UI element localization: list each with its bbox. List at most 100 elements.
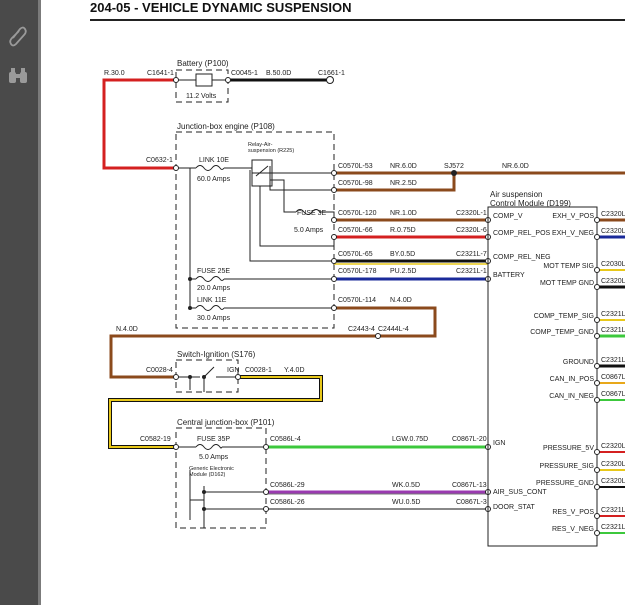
module-right-conn-label: C2321L — [601, 327, 625, 334]
fuse-25e-symbol — [195, 276, 225, 282]
mod-conn-w4: C2320L-6 — [456, 227, 487, 234]
conn-label-w7: C0570L-114 — [338, 297, 376, 304]
module-pin-mot-temp-sig: MOT TEMP SIG — [543, 263, 594, 270]
module-right-conn-label: C2321L — [601, 311, 625, 318]
link10-label: LINK 10E — [199, 157, 229, 164]
module-pin-connector — [594, 217, 600, 223]
wire-label-w2: NR.2.5D — [390, 180, 417, 187]
cjb-fuse-amps: 5.0 Amps — [199, 454, 229, 461]
link11-amps: 30.0 Amps — [197, 315, 231, 322]
wire-label-o2: WK.0.5D — [392, 482, 420, 489]
module-right-conn-label: C2030L — [601, 261, 625, 268]
module-right-conn-label: C2321L — [601, 507, 625, 514]
module-pin-pressure-gnd: PRESSURE_GND — [536, 480, 594, 487]
module-pin-connector — [594, 530, 600, 536]
module-pin-comp-rel-pos: COMP_REL_POS — [493, 230, 551, 237]
conn-label-w4: C0570L-66 — [338, 227, 373, 234]
module-pin-connector — [594, 513, 600, 519]
fuse25-amps: 20.0 Amps — [197, 285, 231, 292]
module-pin-battery: BATTERY — [493, 272, 525, 279]
wire-label-r30: R.30.0 — [104, 70, 125, 77]
module-pin-connector — [594, 284, 600, 290]
wire-label-y40: Y.4.0D — [284, 367, 305, 374]
mod-conn-w3: C2320L-1 — [456, 210, 487, 217]
wire-label-n40: N.4.0D — [116, 326, 138, 333]
module-pin-can-in-neg: CAN_IN_NEG — [549, 393, 594, 400]
module-pin-connector — [594, 397, 600, 403]
conn-label-w1: C0570L-53 — [338, 163, 373, 170]
module-pin-door-stat: DOOR_STAT — [493, 504, 535, 511]
module-left-pins: COMP_V COMP_REL_POS COMP_REL_NEG BATTERY IGN… — [493, 213, 551, 511]
module-pin-connector — [594, 380, 600, 386]
link-11e-symbol — [195, 305, 225, 311]
mod-conn-o2: C0867L-13 — [452, 482, 487, 489]
fuse25-label: FUSE 25E — [197, 268, 230, 275]
splice-label: SJ572 — [444, 163, 464, 170]
module-pin-exh-v-neg: EXH_V_NEG — [552, 230, 594, 237]
module-pin-comp-temp-gnd: COMP_TEMP_GND — [530, 329, 594, 336]
module-pin-connector — [594, 317, 600, 323]
module-right-conn-label: C0867L — [601, 391, 625, 398]
module-right-conn-label: C2320L — [601, 228, 625, 235]
relay-label: Relay-Air-suspension (R225) — [248, 142, 294, 154]
conn-label-w3: C0570L-120 — [338, 210, 377, 217]
module-pin-ign: IGN — [493, 440, 505, 447]
conn-label-c1661: C1661-1 — [318, 70, 345, 77]
conn-label-c0045: C0045-1 — [231, 70, 258, 77]
battery-title: Battery (P100) — [177, 59, 229, 68]
wire-label-w5: BY.0.5D — [390, 251, 415, 258]
fuse-3e-symbol — [295, 209, 321, 215]
wire-label-w4: R.0.75D — [390, 227, 416, 234]
module-pin-comp-v: COMP_V — [493, 213, 523, 220]
inline-conn-b: C2444L-4 — [378, 326, 409, 333]
conn-label-c0632: C0632-1 — [146, 157, 173, 164]
module-pin-connector — [594, 363, 600, 369]
wire-r30-feed — [102, 80, 176, 170]
module-pin-res-v-neg: RES_V_NEG — [552, 526, 594, 533]
relay-coil-box — [251, 159, 273, 187]
junction-box-engine — [175, 131, 335, 329]
module-pin-comp-rel-neg: COMP_REL_NEG — [493, 254, 551, 261]
module-pin-connector — [594, 484, 600, 490]
link-10e-symbol — [195, 165, 225, 171]
toolbar-edge — [38, 0, 41, 605]
air-suspension-module-box — [487, 206, 598, 547]
cjb-fuse-label: FUSE 35P — [197, 436, 230, 443]
title-rule — [90, 19, 625, 21]
wire-label-w6: PU.2.5D — [390, 268, 416, 275]
wire-label-o3: WU.0.5D — [392, 499, 420, 506]
fuse3-label: FUSE 3E — [297, 210, 327, 217]
module-right-conn-label: C2320L — [601, 211, 625, 218]
module-pin-mot-temp-gnd: MOT TEMP GND — [540, 280, 594, 287]
mod-conn-w6: C2321L-1 — [456, 268, 487, 275]
module-right-conn-label: C2321L — [601, 357, 625, 364]
battery-box — [175, 69, 229, 103]
wire-label-w3: NR.1.0D — [390, 210, 417, 217]
fuse3-amps: 5.0 Amps — [294, 227, 324, 234]
conn-label-o2: C0586L-29 — [270, 482, 305, 489]
binoculars-icon[interactable] — [6, 64, 30, 88]
conn-label-c1641: C1641-1 — [147, 70, 174, 77]
module-right-conn-label: C0867L — [601, 374, 625, 381]
paperclip-icon[interactable] — [6, 24, 30, 48]
module-pin-connector — [594, 449, 600, 455]
conn-label-c0582: C0582-19 — [140, 436, 171, 443]
ignition-switch-box — [175, 359, 239, 393]
module-right-conn-label: C2320L — [601, 478, 625, 485]
conn-label-w6: C0570L-178 — [338, 268, 377, 275]
mod-conn-o1: C0867L-20 — [452, 436, 487, 443]
conn-label-o1: C0586L-4 — [270, 436, 301, 443]
conn-label-w5: C0570L-65 — [338, 251, 373, 258]
module-pin-ground: GROUND — [563, 359, 594, 366]
wire-n40 — [109, 306, 437, 379]
module-pin-comp-temp-sig: COMP_TEMP_SIG — [534, 313, 594, 320]
mod-conn-w5: C2321L-7 — [456, 251, 487, 258]
conn-label-c0028-1: C0028-1 — [245, 367, 272, 374]
module-pin-can-in-pos: CAN_IN_POS — [550, 376, 595, 383]
fuse-35p-symbol — [195, 444, 223, 450]
wire-r30 — [102, 78, 176, 90]
wire-y40 — [109, 376, 322, 448]
